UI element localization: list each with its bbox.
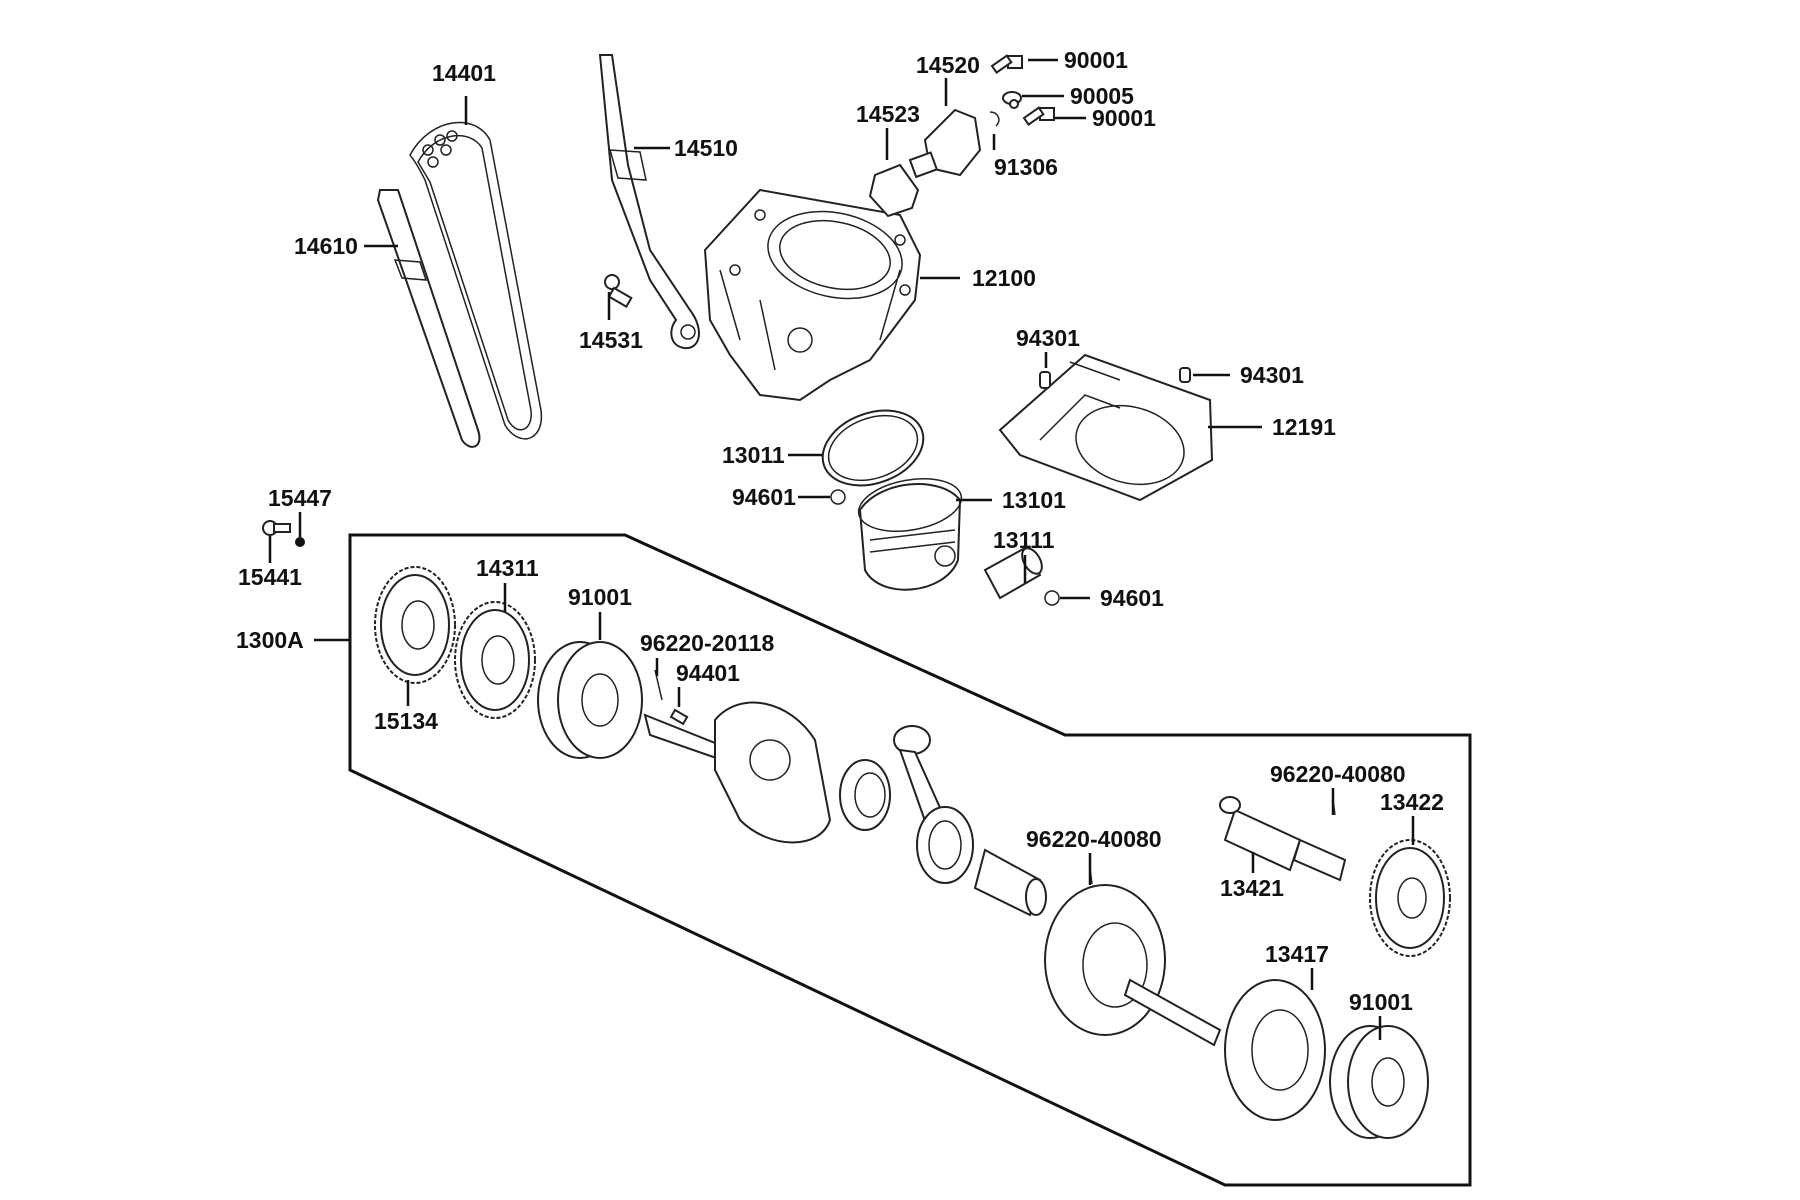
label-13421: 13421	[1220, 875, 1284, 901]
label-14531: 14531	[579, 327, 643, 353]
dowel-pin-right	[1179, 367, 1191, 383]
label-94301-left: 94301	[1016, 325, 1080, 351]
bearing-91001-left	[537, 641, 643, 759]
bolt-90001-bottom	[1022, 106, 1055, 126]
label-96220-40080-right: 96220-40080	[1270, 761, 1406, 787]
label-13417: 13417	[1265, 941, 1329, 967]
label-94601-right: 94601	[1100, 585, 1164, 611]
gear-15134	[374, 566, 456, 684]
washer-90005	[1002, 91, 1022, 109]
bolt-15441	[262, 520, 291, 536]
tensioner-bolt	[604, 274, 633, 309]
label-96220-40080-left: 96220-40080	[1026, 826, 1162, 852]
label-14520: 14520	[916, 52, 980, 78]
key-94401	[669, 708, 689, 726]
label-14610: 14610	[294, 233, 358, 259]
crank-bearing-sleeve	[839, 759, 891, 831]
label-14401: 14401	[432, 60, 496, 86]
label-1300A: 1300A	[236, 627, 304, 653]
piston	[857, 478, 963, 591]
ball-15447	[295, 537, 305, 547]
label-14523: 14523	[856, 101, 920, 127]
label-13422: 13422	[1380, 789, 1444, 815]
label-15447: 15447	[268, 485, 332, 511]
label-12100: 12100	[972, 265, 1036, 291]
oil-seal-13417	[1224, 979, 1326, 1121]
label-13011: 13011	[722, 442, 785, 468]
label-91001-right: 91001	[1349, 989, 1413, 1015]
bearing-91001-right	[1329, 1025, 1429, 1139]
label-94601-left: 94601	[732, 484, 796, 510]
piston-clip-right	[1044, 590, 1060, 606]
piston-ring-set	[821, 409, 925, 487]
gear-14311	[454, 601, 536, 719]
cylinder-block	[703, 188, 922, 402]
chain-tensioner-guide	[598, 54, 700, 350]
leader-lines	[268, 58, 1415, 1040]
timing-chain	[409, 121, 543, 440]
label-96220-20118: 96220-20118	[640, 630, 775, 656]
crankshaft-left-half	[643, 701, 832, 844]
label-90001-bottom: 90001	[1092, 105, 1156, 131]
label-15134: 15134	[374, 708, 438, 734]
chain-guide	[376, 189, 481, 448]
part-labels: 14401 14510 14520 90001 90005 90001 1452…	[236, 47, 1444, 1015]
dowel-pin-left	[1039, 371, 1051, 389]
label-91306: 91306	[994, 154, 1058, 180]
label-94401: 94401	[676, 660, 740, 686]
label-90005: 90005	[1070, 83, 1134, 109]
clip-91306	[989, 111, 1000, 127]
crankshaft-right-half	[1044, 884, 1222, 1047]
crankshaft-assembly-frame	[348, 533, 1472, 1187]
label-13101: 13101	[1002, 487, 1066, 513]
tensioner-gasket	[868, 163, 920, 218]
cylinder-base-gasket	[998, 353, 1214, 502]
label-15441: 15441	[238, 564, 302, 590]
connecting-rod	[893, 725, 974, 884]
label-90001-top: 90001	[1064, 47, 1128, 73]
gear-13422	[1369, 839, 1451, 957]
crank-pin	[973, 848, 1047, 917]
balancer-shaft	[1219, 796, 1347, 882]
piston-clip-left	[830, 489, 846, 505]
label-91001-left: 91001	[568, 584, 632, 610]
label-14311: 14311	[476, 555, 539, 581]
label-12191: 12191	[1272, 414, 1336, 440]
label-13111: 13111	[993, 527, 1055, 553]
cam-chain-tensioner	[908, 108, 982, 179]
label-94301-right: 94301	[1240, 362, 1304, 388]
bolt-90001-top	[990, 54, 1023, 74]
label-14510: 14510	[674, 135, 738, 161]
